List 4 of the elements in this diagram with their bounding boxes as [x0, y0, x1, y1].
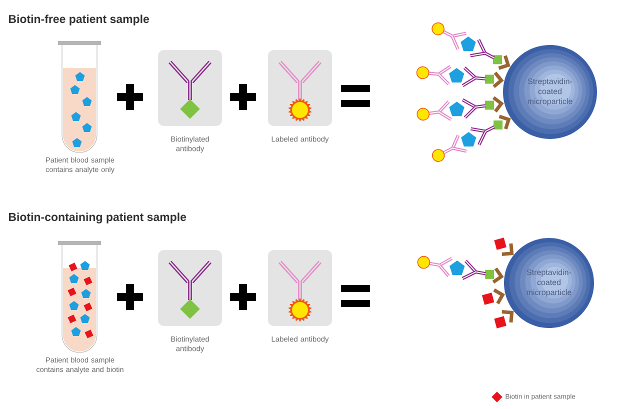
microparticle: Streptavidin-coated microparticle: [503, 45, 597, 139]
heading: Biotin-free patient sample: [8, 14, 150, 26]
heading: Biotin-containing patient sample: [8, 212, 186, 224]
microparticle: Streptavidin-coated microparticle: [504, 238, 594, 328]
